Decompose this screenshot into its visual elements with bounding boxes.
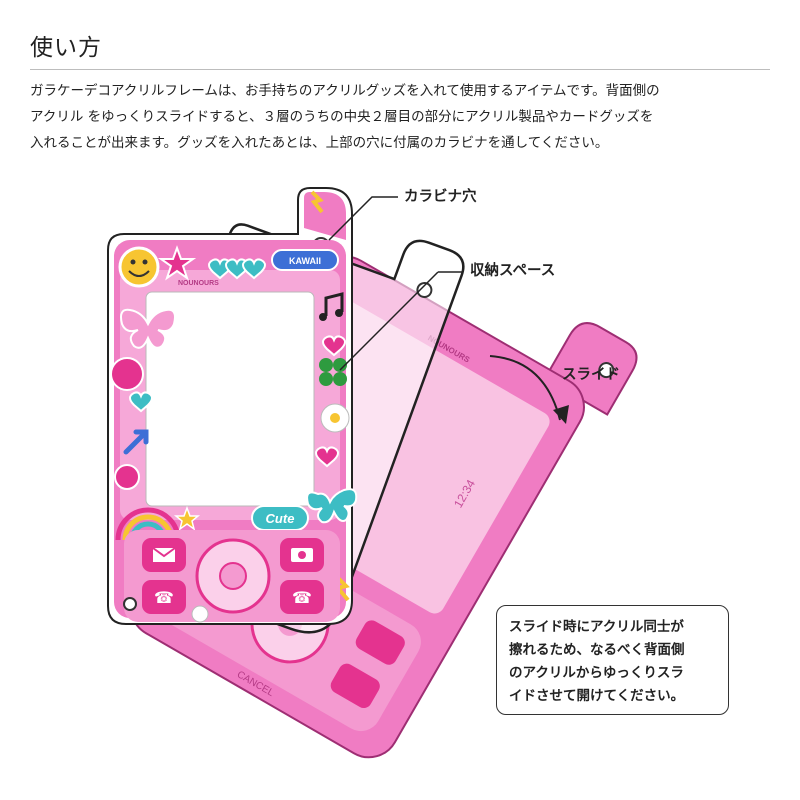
description-line-1: ガラケーデコアクリルフレームは、お手持ちのアクリルグッズを入れて使用するアイテム… [30, 83, 660, 99]
description: ガラケーデコアクリルフレームは、お手持ちのアクリルグッズを入れて使用するアイテム… [30, 78, 780, 156]
carabiner-hole-label: カラビナ穴 [404, 189, 477, 205]
description-line-2: アクリル をゆっくりスライドすると、３層のうちの中央２層目の部分にアクリル製品や… [30, 109, 654, 125]
end-call-key [280, 580, 324, 614]
note-line-1: スライド時にアクリル同士が [509, 619, 684, 635]
title-divider [30, 69, 770, 70]
birthday-sticker [110, 357, 144, 391]
yellow-star-sticker [173, 505, 201, 531]
star-sticker [157, 245, 197, 281]
front-bottom-hole [123, 597, 137, 611]
slide-arrow [489, 355, 561, 421]
daisy-sticker [320, 403, 350, 433]
arrow-sticker [123, 429, 149, 455]
page-title: 使い方 [30, 35, 102, 61]
lightning-sticker [310, 190, 324, 214]
slide-label: スライド [562, 367, 620, 383]
teal-heart-sticker [129, 391, 153, 413]
smiley-sticker [118, 246, 160, 288]
teal-butterfly-sticker [306, 488, 358, 524]
front-acrylic-layer: NOUNOURS KAWAII [107, 187, 358, 625]
flower-sticker [114, 464, 140, 490]
back-layer-hole [598, 362, 615, 379]
dpad [195, 538, 271, 614]
svg-text:☎: ☎ [154, 588, 174, 607]
pink-heart-sticker [322, 335, 346, 357]
music-note-sticker [319, 292, 344, 321]
hearts-pair-sticker [315, 446, 339, 468]
note-line-2: 擦れるため、なるべく背面側 [509, 642, 685, 658]
call-key [142, 580, 186, 614]
carabiner-hole-leader [328, 196, 398, 241]
cute-sticker-text: Cute [266, 511, 295, 526]
front-brand-text: NOUNOURS [178, 280, 219, 287]
storage-space-label: 収納スペース [470, 263, 556, 279]
svg-text:☎: ☎ [292, 588, 312, 607]
clover-sticker [319, 358, 347, 386]
caution-note: スライド時にアクリル同士が 擦れるため、なるべく背面側 のアクリルからゆっくりス… [496, 605, 729, 715]
kawaii-sticker [271, 249, 339, 271]
lightning-bottom-sticker [334, 574, 350, 602]
storage-space-leader [339, 271, 462, 371]
note-line-4: イドさせて開けてください。 [509, 688, 685, 704]
slide-arrow-head [553, 405, 569, 424]
daisy-keypad-sticker [191, 605, 209, 623]
description-line-3: 入れることが出来ます。グッズを入れたあとは、上部の穴に付属のカラビナを通してくだ… [30, 135, 609, 151]
kawaii-sticker-text: KAWAII [289, 256, 321, 266]
teal-hearts-sticker [208, 258, 266, 280]
note-line-3: のアクリルからゆっくりスラ [509, 665, 684, 681]
butterfly-sticker [120, 308, 176, 349]
